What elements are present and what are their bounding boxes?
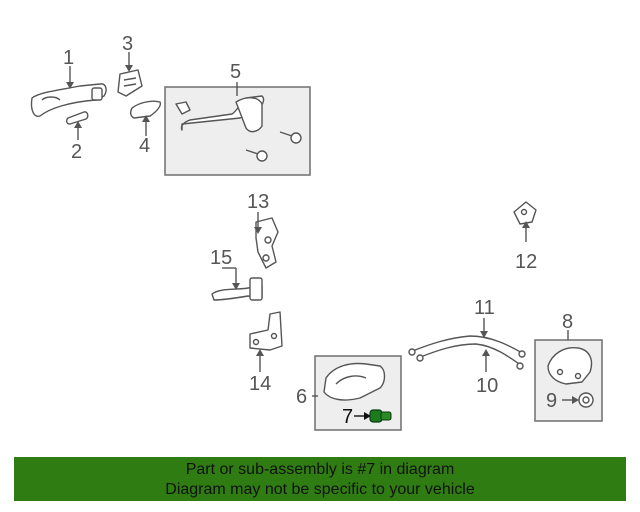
footer-banner: Part or sub-assembly is #7 in diagram Di…: [14, 457, 626, 501]
part-12-striker[interactable]: [513, 201, 537, 225]
part-5-handle-frame[interactable]: [175, 95, 302, 162]
part-13-hinge[interactable]: [255, 217, 279, 269]
part-3-handle-bracket[interactable]: [117, 69, 143, 97]
part-15-door-check[interactable]: [211, 277, 263, 301]
callout-9: 9: [546, 390, 557, 412]
callout-13: 13: [247, 191, 269, 213]
callout-3: 3: [122, 33, 133, 55]
part-10-cable[interactable]: [416, 343, 524, 370]
part-14-lower-hinge[interactable]: [249, 311, 283, 351]
arrow-13: [254, 227, 262, 234]
part-8-lock-assembly[interactable]: [547, 347, 593, 385]
callout-11: 11: [474, 297, 495, 319]
callout-6: 6: [296, 386, 307, 408]
part-1-outside-handle[interactable]: [30, 83, 107, 117]
arrow-15: [232, 283, 240, 290]
arrow-1: [66, 82, 74, 89]
part-11-cable[interactable]: [408, 335, 526, 358]
callout-8: 8: [562, 311, 573, 333]
arrow-2: [74, 121, 82, 128]
part-9-grommet[interactable]: [578, 392, 594, 408]
callout-10: 10: [476, 375, 498, 397]
part-2-handle-cap[interactable]: [66, 111, 89, 125]
callout-5: 5: [230, 61, 241, 83]
part-7-screw[interactable]: [369, 409, 392, 423]
arrow-10: [482, 349, 490, 356]
arrow-14: [256, 349, 264, 356]
part-6-inside-handle[interactable]: [323, 362, 386, 401]
callout-1: 1: [63, 47, 74, 69]
callout-4: 4: [139, 135, 150, 157]
part-5-box: [164, 86, 311, 176]
callout-15: 15: [210, 247, 232, 269]
footer-line-1: Part or sub-assembly is #7 in diagram: [185, 461, 455, 478]
arrow-12: [522, 221, 530, 228]
arrow-11: [480, 331, 488, 338]
footer-line-2: Diagram may not be specific to your vehi…: [165, 481, 475, 498]
callout-2: 2: [71, 141, 82, 163]
part-4-gasket[interactable]: [129, 100, 162, 119]
callout-12: 12: [515, 251, 537, 273]
arrow-7: [364, 412, 371, 420]
callout-14: 14: [249, 373, 271, 395]
arrow-9: [572, 396, 579, 404]
arrow-3: [125, 65, 133, 72]
arrow-4: [142, 115, 150, 122]
callout-7: 7: [342, 406, 353, 428]
